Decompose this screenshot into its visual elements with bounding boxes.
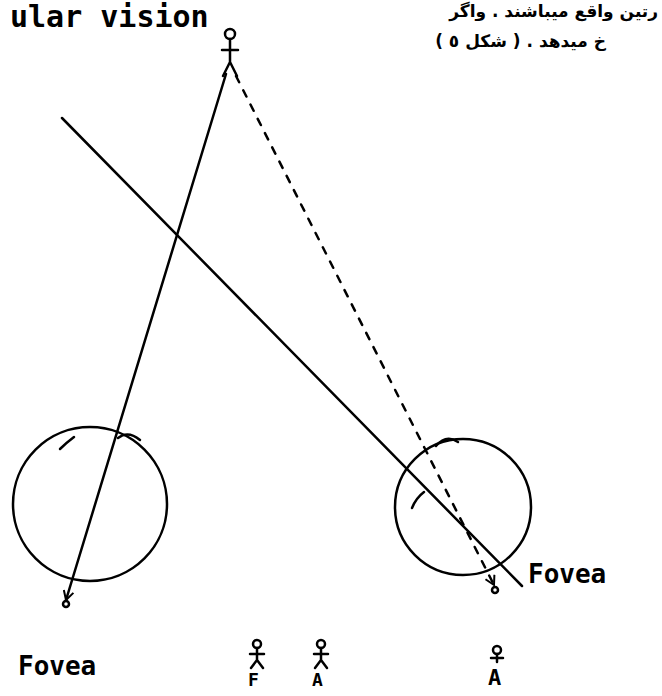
persian-text: خ میدهد . ( شکل ٥ ) xyxy=(435,32,606,51)
persian-text: رتین واقع میباشند . واگر xyxy=(449,2,658,21)
point-label: A xyxy=(312,670,323,690)
image-label: A xyxy=(488,666,501,690)
fovea-label: Fovea xyxy=(528,560,606,589)
fovea-point xyxy=(492,587,498,593)
right-eye xyxy=(395,439,531,575)
image-figure xyxy=(491,654,503,662)
right-lens-mark xyxy=(412,492,424,508)
left-lens-mark xyxy=(60,437,74,449)
fovea-point xyxy=(63,601,69,607)
figure-a xyxy=(314,648,328,668)
figure-f xyxy=(250,648,264,668)
left-lens xyxy=(118,434,140,440)
fovea-label: Fovea xyxy=(18,652,96,681)
object-head xyxy=(225,29,235,39)
object-figure xyxy=(222,39,238,76)
point-label: F xyxy=(248,670,259,690)
left-visual-axis xyxy=(66,74,226,600)
left-eye xyxy=(13,427,167,581)
right-visual-axis xyxy=(62,118,522,586)
right-lens xyxy=(436,439,458,446)
heading-fragment: ular vision xyxy=(10,0,209,33)
dashed-ray xyxy=(236,76,494,585)
